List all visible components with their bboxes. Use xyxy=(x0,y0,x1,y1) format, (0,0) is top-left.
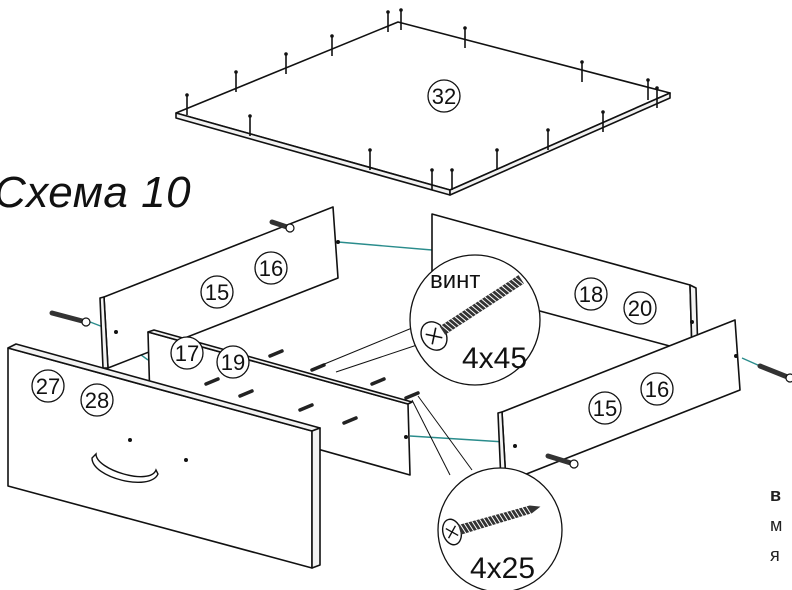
top-nail-head xyxy=(248,114,252,118)
long-screw-icon xyxy=(420,275,524,351)
top-nail-head xyxy=(386,10,390,14)
top-nail-head xyxy=(284,52,288,56)
part-label-28: 28 xyxy=(80,383,114,417)
top-nail-head xyxy=(655,86,659,90)
top-nail-head xyxy=(646,78,650,82)
screw-callout-4x45 xyxy=(409,254,541,386)
side-note-line-2: м xyxy=(770,515,783,535)
top-nail-head xyxy=(450,168,454,172)
small-screw xyxy=(204,377,220,386)
side-note-line-3: я xyxy=(770,545,780,565)
top-board-nails xyxy=(185,8,659,190)
top-nail-head xyxy=(463,26,467,30)
svg-text:19: 19 xyxy=(221,350,245,375)
short-screw-icon xyxy=(441,505,541,546)
diagram-title: Схема 10 xyxy=(0,168,192,217)
part-label-16-left: 16 xyxy=(254,251,288,285)
confirmat-screw xyxy=(49,310,89,325)
top-nail-head xyxy=(546,128,550,132)
front-inner-panel xyxy=(147,329,413,476)
small-screw xyxy=(370,377,386,386)
top-nail-head xyxy=(185,93,189,97)
svg-text:16: 16 xyxy=(645,377,669,402)
confirmat-screw-head xyxy=(569,459,579,469)
svg-text:32: 32 xyxy=(432,84,456,109)
callout-leaders xyxy=(321,327,473,476)
side-note: в м я xyxy=(770,480,792,570)
part-label-32: 32 xyxy=(427,79,461,113)
small-screw xyxy=(298,403,314,412)
svg-text:15: 15 xyxy=(205,280,229,305)
small-screw xyxy=(268,349,284,358)
confirmat-screw-head xyxy=(785,373,792,383)
top-nail-head xyxy=(234,70,238,74)
screw-callout-4x25 xyxy=(437,467,563,590)
part-label-20: 20 xyxy=(623,291,657,325)
side-note-line-1: в xyxy=(770,485,782,505)
small-screw xyxy=(342,416,358,425)
top-nail-head xyxy=(580,60,584,64)
svg-text:17: 17 xyxy=(175,341,199,366)
top-nail-head xyxy=(368,148,372,152)
svg-text:28: 28 xyxy=(85,388,109,413)
small-screw xyxy=(238,389,254,398)
svg-text:20: 20 xyxy=(628,296,652,321)
part-label-15-right: 15 xyxy=(588,391,622,425)
top-nail-head xyxy=(430,168,434,172)
screw-label: винт xyxy=(430,267,480,294)
small-screw xyxy=(310,363,326,372)
drawer-handle xyxy=(91,452,159,483)
part-label-16-right: 16 xyxy=(640,372,674,406)
top-nail-head xyxy=(495,148,499,152)
confirmat-screw-head xyxy=(81,317,91,327)
svg-text:27: 27 xyxy=(36,374,60,399)
part-label-15-left: 15 xyxy=(200,275,234,309)
part-labels: 32 15 16 18 20 17 19 27 28 15 16 xyxy=(31,79,674,425)
svg-text:18: 18 xyxy=(579,282,603,307)
top-board xyxy=(175,21,671,196)
top-nail-head xyxy=(399,8,403,12)
confirmat-screw-head xyxy=(285,223,295,233)
top-nail-head xyxy=(330,34,334,38)
svg-text:15: 15 xyxy=(593,396,617,421)
right-side-panel xyxy=(497,319,741,483)
confirmat-screw xyxy=(757,363,792,381)
part-label-27: 27 xyxy=(31,369,65,403)
part-label-19: 19 xyxy=(216,345,250,379)
small-screw xyxy=(404,391,420,400)
svg-text:16: 16 xyxy=(259,256,283,281)
confirmat-screws xyxy=(49,219,792,469)
small-screws xyxy=(204,349,420,425)
part-label-18: 18 xyxy=(574,277,608,311)
top-nail-head xyxy=(601,110,605,114)
screw-size-4x45: 4x45 xyxy=(462,342,527,375)
part-label-17: 17 xyxy=(170,336,204,370)
screw-size-4x25: 4x25 xyxy=(470,552,535,585)
